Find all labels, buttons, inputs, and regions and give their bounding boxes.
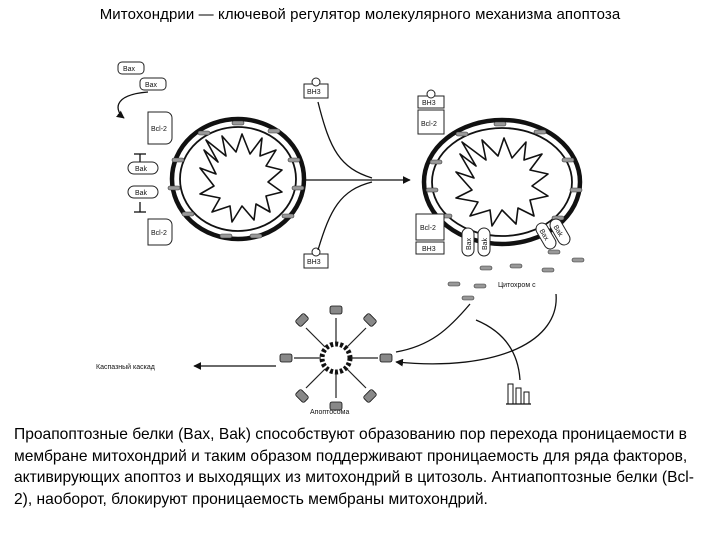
apoptosis-diagram: Bax Bax Bcl-2 Bak Bak Bcl-2 BH3 BH3 [96, 61, 585, 416]
slide-title: Митохондрии — ключевой регулятор молекул… [99, 6, 621, 23]
bh3-label-right-top: BH3 [422, 100, 436, 107]
cristae [199, 133, 283, 223]
bak-pore-label-1: Bak [482, 237, 489, 250]
apaf1-protein-icon [506, 383, 531, 405]
bcl2-label-left-bottom: Bcl-2 [151, 230, 167, 237]
bax-label-second: Bax [145, 82, 158, 89]
bh3-label-right-bottom: BH3 [422, 246, 436, 253]
apoptosome [279, 305, 393, 411]
membrane-markers [167, 120, 305, 239]
left-mitochondrion [167, 116, 307, 242]
apoptosome-label: Апоптосома [310, 409, 349, 416]
bh3-center: BH3 BH3 [303, 77, 411, 269]
caption-text: Проапоптозные белки (Bax, Bak) способств… [14, 426, 694, 508]
right-mitochondrion [421, 117, 583, 247]
bcl2-label-left-top: Bcl-2 [151, 126, 167, 133]
bh3-label-top-center: BH3 [307, 89, 321, 96]
right-proteins: BH3 Bcl-2 Bcl-2 BH3 Bax Bak Bax Bak [415, 89, 571, 257]
left-proteins: Bax Bax Bcl-2 Bak Bak Bcl-2 [116, 61, 173, 246]
bcl2-label-right-top: Bcl-2 [421, 121, 437, 128]
bak-label-left-1: Bak [135, 166, 148, 173]
cristae [455, 137, 549, 227]
bh3-label-bottom-center: BH3 [307, 259, 321, 266]
cytochrome-c-release: Цитохром c [395, 249, 585, 405]
caspase-cascade-label: Каспазный каскад [96, 363, 155, 371]
cytochrome-c-label: Цитохром c [498, 282, 536, 289]
bax-label-top: Bax [123, 66, 136, 73]
bak-label-left-2: Bak [135, 190, 148, 197]
bax-pore-label-1: Bax [466, 237, 473, 250]
membrane-markers [425, 121, 583, 221]
bcl2-label-right-bottom: Bcl-2 [420, 225, 436, 232]
